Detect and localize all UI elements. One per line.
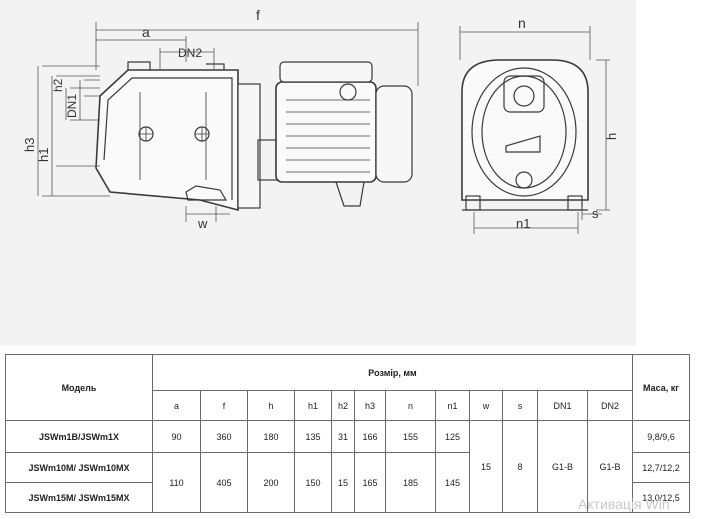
- dim-label-h3: h3: [22, 138, 37, 152]
- col-header-h2: h2: [331, 390, 355, 421]
- front-dimension-lines: [459, 26, 610, 234]
- row-model: JSWm10M/ JSWm10MX: [5, 452, 153, 483]
- col-header-f: f: [200, 390, 248, 421]
- col-header-h: h: [247, 390, 295, 421]
- col-header-s: s: [502, 390, 538, 421]
- cell-h1: 150: [294, 452, 332, 513]
- cell-h3: 166: [354, 420, 386, 453]
- dim-label-dn1: DN1: [65, 94, 79, 118]
- cell-dn1: G1-B: [537, 420, 588, 513]
- cell-h2: 31: [331, 420, 355, 453]
- col-header-n1: n1: [435, 390, 470, 421]
- dim-label-h2: h2: [51, 78, 65, 92]
- cell-a: 110: [152, 452, 201, 513]
- dim-label-n1: n1: [516, 216, 530, 231]
- cell-h3: 165: [354, 452, 386, 513]
- table-row: JSWm10M/ JSWm10MX 110 405 200 150 15 165…: [5, 452, 690, 513]
- dim-label-f: f: [256, 7, 260, 23]
- col-header-a: a: [152, 390, 201, 421]
- dim-label-a: a: [142, 24, 150, 40]
- mass-column-header: Маса, кг: [632, 354, 690, 421]
- row-model: JSWm15M/ JSWm15MX: [5, 482, 153, 513]
- cell-h1: 135: [294, 420, 332, 453]
- col-header-w: w: [469, 390, 503, 421]
- dim-label-h1: h1: [36, 148, 51, 162]
- model-column-header: Модель: [5, 354, 153, 421]
- side-dimension-lines: [37, 22, 419, 222]
- cell-f: 405: [200, 452, 248, 513]
- dim-label-dn2: DN2: [178, 46, 202, 60]
- col-header-h1: h1: [294, 390, 332, 421]
- cell-mass: 13,0/12,5: [632, 482, 690, 513]
- cell-n1: 145: [435, 452, 470, 513]
- pump-drawing-svg: f a DN2 h2 DN1 h3 h1 w n h n1 s: [22, 7, 619, 234]
- dim-label-s: s: [592, 206, 599, 221]
- spec-table: Модель Розмір, мм Маса, кг a f h h1 h2 h…: [5, 354, 690, 513]
- technical-drawing: f a DN2 h2 DN1 h3 h1 w n h n1 s: [0, 0, 636, 346]
- dim-label-w: w: [197, 216, 208, 231]
- col-header-dn2: DN2: [587, 390, 633, 421]
- cell-h: 200: [247, 452, 295, 513]
- cell-mass: 9,8/9,6: [632, 420, 690, 453]
- cell-h2: 15: [331, 452, 355, 513]
- col-header-h3: h3: [354, 390, 386, 421]
- pump-side-view: [95, 61, 413, 212]
- cell-mass: 12,7/12,2: [632, 452, 690, 483]
- cell-h: 180: [247, 420, 295, 453]
- size-group-header: Розмір, мм: [152, 354, 633, 391]
- dim-label-h: h: [604, 133, 619, 140]
- col-header-n: n: [385, 390, 436, 421]
- os-activation-watermark: Активація Win: [578, 496, 670, 512]
- cell-w: 15: [469, 420, 503, 513]
- col-header-dn1: DN1: [537, 390, 588, 421]
- cell-n: 155: [385, 420, 436, 453]
- table-row: JSWm15M/ JSWm15MX 13,0/12,5: [5, 482, 690, 513]
- row-model: JSWm1B/JSWm1X: [5, 420, 153, 453]
- cell-n: 185: [385, 452, 436, 513]
- table-row: JSWm1B/JSWm1X 90 360 180 135 31 166 155 …: [5, 420, 690, 513]
- pump-front-view: [461, 59, 589, 211]
- cell-f: 360: [200, 420, 248, 453]
- cell-n1: 125: [435, 420, 470, 453]
- dim-label-n: n: [518, 15, 526, 31]
- cell-s: 8: [502, 420, 538, 513]
- cell-a: 90: [152, 420, 201, 453]
